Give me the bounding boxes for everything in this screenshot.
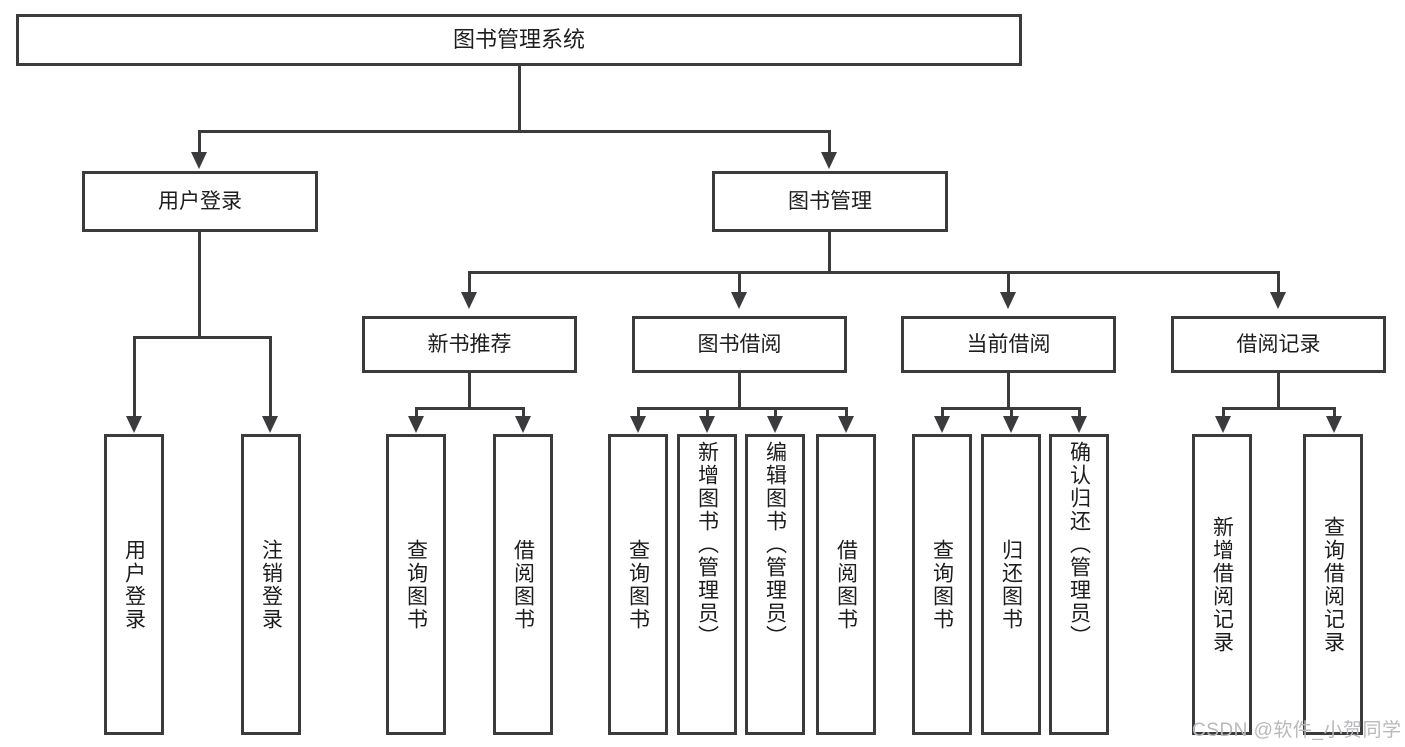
arrow-bb-leaf-3: [767, 416, 783, 433]
leaf-current-borrow-query-book[interactable]: 查询图书: [912, 434, 972, 735]
connector-nbr-drop-2: [522, 407, 525, 418]
connector-bb-stem: [738, 373, 741, 409]
connector-book-management-stem: [828, 232, 831, 273]
arrow-cb-leaf-3: [1071, 416, 1087, 433]
node-label: 查询图书: [404, 538, 428, 631]
node-label: 图书借阅: [697, 332, 782, 356]
arrow-user-login-leaf-2: [262, 416, 278, 433]
connector-root-drop-2: [828, 130, 831, 153]
node-label: 当前借阅: [966, 332, 1051, 356]
connector-bb-drop-4: [845, 407, 848, 418]
leaf-user-login-logout[interactable]: 注销登录: [241, 434, 301, 735]
arrow-bb-leaf-4: [838, 416, 854, 433]
connector-br-drop-1: [1222, 407, 1225, 418]
node-label: 图书管理: [788, 189, 872, 213]
connector-root-stem: [518, 66, 521, 130]
connector-user-login-bus: [133, 336, 272, 339]
connector-cb-stem: [1007, 373, 1010, 409]
node-label: 用户登录: [158, 189, 242, 213]
connector-br-drop-2: [1333, 407, 1336, 418]
arrow-root-to-user-login: [191, 152, 207, 169]
connector-br-bus: [1222, 407, 1336, 410]
connector-bm-drop-3: [1007, 271, 1010, 293]
node-label: 确认归还（管理员）: [1067, 441, 1091, 648]
connector-root-drop-1: [198, 130, 201, 153]
node-label: 归还图书: [999, 538, 1023, 631]
node-label: 用户登录: [122, 538, 146, 631]
arrow-bm-to-new-book-recommend: [461, 292, 477, 309]
arrow-bm-to-current-borrow: [1000, 292, 1016, 309]
connector-bb-drop-1: [637, 407, 640, 418]
node-label: 注销登录: [259, 538, 283, 631]
arrow-nbr-leaf-2: [515, 416, 531, 433]
connector-book-management-bus: [468, 271, 1280, 274]
node-label: 新书推荐: [427, 332, 512, 356]
node-current-borrow[interactable]: 当前借阅: [901, 316, 1116, 373]
node-new-book-recommend[interactable]: 新书推荐: [362, 316, 577, 373]
connector-bm-drop-4: [1277, 271, 1280, 293]
node-book-borrow[interactable]: 图书借阅: [632, 316, 847, 373]
node-label: 借阅记录: [1236, 332, 1321, 356]
connector-nbr-bus: [415, 407, 525, 410]
node-label: 新增图书（管理员）: [695, 441, 719, 648]
arrow-bm-to-book-borrow: [731, 292, 747, 309]
leaf-borrow-record-query-record[interactable]: 查询借阅记录: [1303, 434, 1363, 735]
node-label: 查询图书: [930, 538, 954, 631]
connector-bb-drop-3: [774, 407, 777, 418]
arrow-br-leaf-1: [1215, 416, 1231, 433]
leaf-borrow-record-add-record[interactable]: 新增借阅记录: [1192, 434, 1252, 735]
leaf-book-borrow-query-book[interactable]: 查询图书: [608, 434, 668, 735]
arrow-bb-leaf-1: [630, 416, 646, 433]
arrow-bm-to-borrow-record: [1270, 292, 1286, 309]
arrow-bb-leaf-2: [699, 416, 715, 433]
arrow-root-to-book-management: [821, 152, 837, 169]
connector-cb-drop-3: [1078, 407, 1081, 418]
node-label: 编辑图书（管理员）: [763, 441, 787, 648]
connector-bm-drop-1: [468, 271, 471, 293]
connector-nbr-drop-1: [415, 407, 418, 418]
leaf-book-borrow-add-book-admin[interactable]: 新增图书（管理员）: [677, 434, 737, 735]
node-label: 新增借阅记录: [1210, 515, 1234, 654]
leaf-new-book-query-book[interactable]: 查询图书: [386, 434, 446, 735]
connector-bm-drop-2: [738, 271, 741, 293]
leaf-book-borrow-edit-book-admin[interactable]: 编辑图书（管理员）: [745, 434, 805, 735]
arrow-nbr-leaf-1: [408, 416, 424, 433]
connector-root-bus: [198, 130, 831, 133]
connector-bb-drop-2: [706, 407, 709, 418]
arrow-br-leaf-2: [1326, 416, 1342, 433]
leaf-user-login-login[interactable]: 用户登录: [104, 434, 164, 735]
connector-user-login-stem: [198, 232, 201, 336]
connector-cb-drop-1: [941, 407, 944, 418]
node-label: 查询借阅记录: [1321, 515, 1345, 654]
arrow-user-login-leaf-1: [126, 416, 142, 433]
connector-bb-bus: [637, 407, 848, 410]
connector-br-stem: [1277, 373, 1280, 409]
leaf-new-book-borrow-book[interactable]: 借阅图书: [493, 434, 553, 735]
node-root-book-management-system[interactable]: 图书管理系统: [16, 14, 1022, 66]
node-label: 查询图书: [626, 538, 650, 631]
connector-user-login-drop-2: [269, 336, 272, 417]
node-borrow-record[interactable]: 借阅记录: [1171, 316, 1386, 373]
arrow-cb-leaf-2: [1003, 416, 1019, 433]
connector-user-login-drop-1: [133, 336, 136, 417]
leaf-book-borrow-borrow-book[interactable]: 借阅图书: [816, 434, 876, 735]
connector-cb-drop-2: [1010, 407, 1013, 418]
leaf-current-borrow-return-book[interactable]: 归还图书: [981, 434, 1041, 735]
node-label: 图书管理系统: [452, 26, 585, 52]
connector-nbr-stem: [468, 373, 471, 409]
leaf-current-borrow-confirm-return-admin[interactable]: 确认归还（管理员）: [1049, 434, 1109, 735]
node-user-login[interactable]: 用户登录: [82, 171, 318, 232]
node-label: 借阅图书: [511, 538, 535, 631]
node-book-management[interactable]: 图书管理: [712, 171, 948, 232]
arrow-cb-leaf-1: [934, 416, 950, 433]
node-label: 借阅图书: [834, 538, 858, 631]
